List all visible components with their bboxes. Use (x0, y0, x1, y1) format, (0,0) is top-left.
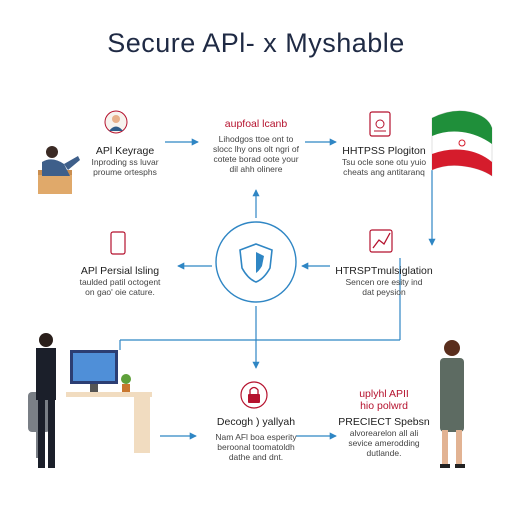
node-line: taulded patil octogent (79, 277, 161, 287)
shield-icon (215, 221, 297, 303)
node-bottom-center: Decogh ) yallyah Nam AFl boa esperity be… (198, 416, 314, 462)
node-line: alvorearelon all ali (349, 428, 419, 438)
node-line: Lihodgos ttoe ont to (218, 134, 294, 144)
node-line: dat peysion (362, 287, 406, 297)
node-heading: aupfoal lcanb (224, 118, 288, 130)
node-heading: APl Keyrage (95, 145, 155, 157)
node-line: slocc lhy ons olt ngri of (213, 144, 299, 154)
node-heading: PRECIECT Spebsn (338, 416, 430, 428)
node-mid-left: APl Persial lsling taulded patil octogen… (66, 265, 174, 297)
diagram-title: Secure APl- x Myshable (107, 28, 405, 58)
man-computer-illustration (28, 333, 152, 468)
node-heading: APl Persial lsling (80, 265, 160, 277)
node-line: Nam AFl boa esperity (215, 432, 297, 442)
node-line: dutlande. (366, 448, 402, 458)
node-line: dathe and dnt. (228, 452, 284, 462)
woman-phone-illustration (440, 340, 465, 468)
plant-icon (121, 374, 131, 392)
document-icon (369, 111, 391, 137)
node-top-left: APl Keyrage Inproding ss luvar proume or… (72, 145, 178, 177)
flag-icon (431, 110, 493, 177)
node-tag-line: uplyhl APII (359, 388, 409, 400)
node-mid-right: HTRSPTmulsiglation Sencen ore esity ind … (332, 265, 436, 297)
node-line: Tsu ocle sone otu yuio (341, 157, 427, 167)
node-line: beroonal toomatoldh (217, 442, 295, 452)
node-line: sevice amerodding (348, 438, 420, 448)
person-box-illustration (38, 146, 80, 194)
node-line: Inproding ss luvar (91, 157, 159, 167)
node-bottom-right: uplyhl APII hio polwrd PRECIECT Spebsn a… (334, 388, 434, 458)
lock-icon (240, 381, 268, 409)
node-tag-line: hio polwrd (360, 400, 408, 412)
node-heading: Decogh ) yallyah (216, 416, 296, 428)
user-avatar-icon (104, 110, 128, 134)
node-top-center: aupfoal lcanb Lihodgos ttoe ont to slocc… (198, 118, 314, 174)
node-line: Sencen ore esity ind (345, 277, 423, 287)
node-line: on gao' oie cature. (85, 287, 155, 297)
phone-icon (110, 231, 126, 255)
node-heading: HTRSPTmulsiglation (335, 265, 433, 277)
node-line: cheats ang antitaranq (343, 167, 425, 177)
node-line: proume ortesphs (93, 167, 157, 177)
node-line: cotete borad oote your (213, 154, 299, 164)
node-line: dil ahh olinere (229, 164, 283, 174)
node-heading: HHTPSS Plogiton (342, 145, 426, 157)
chart-icon (369, 229, 393, 253)
node-top-right: HHTPSS Plogiton Tsu ocle sone otu yuio c… (334, 145, 434, 177)
